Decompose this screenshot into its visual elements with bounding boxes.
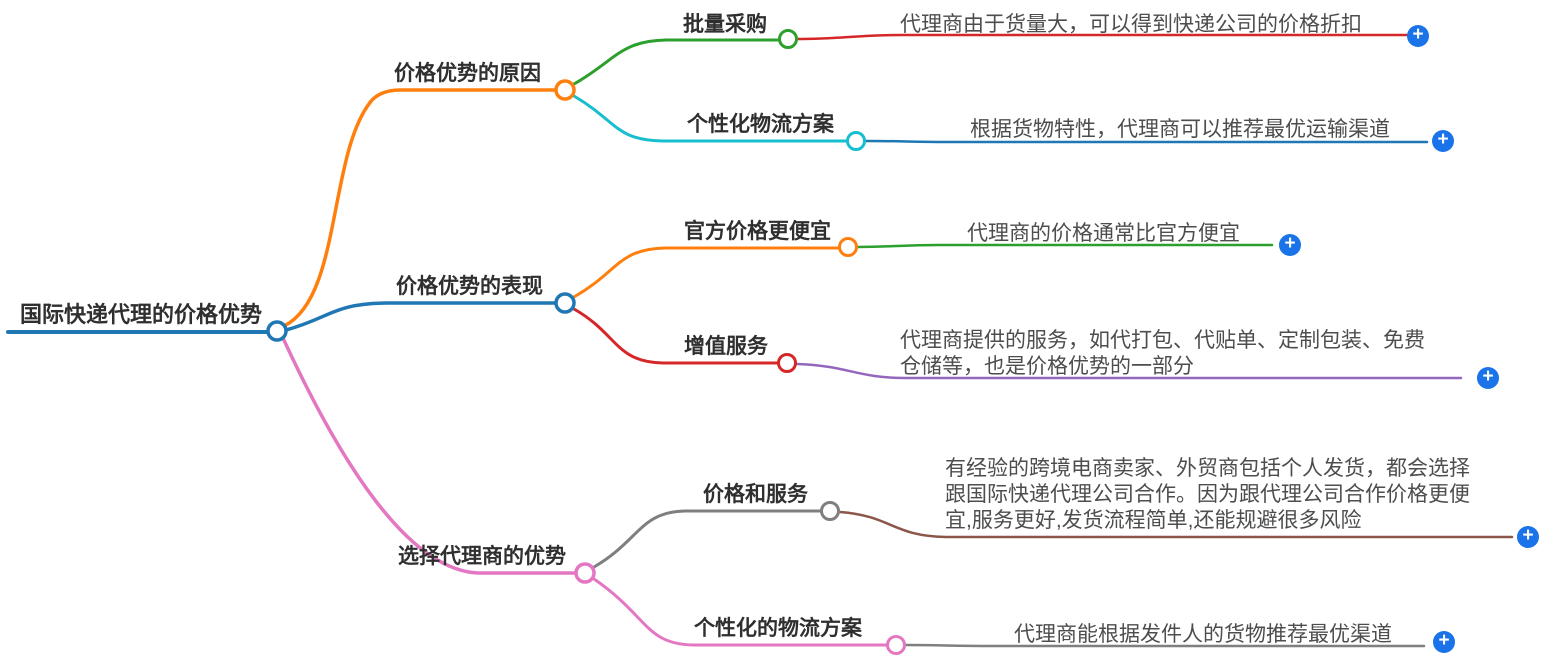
edge-leaf-official-price	[856, 243, 1274, 249]
plus-icon: +	[1482, 366, 1494, 387]
edge-branch1-child1	[572, 38, 780, 86]
edge-leaf-bulk-purchase	[795, 33, 1409, 41]
personal-channel-collapse-circle[interactable]	[886, 635, 906, 655]
plus-icon: +	[1284, 233, 1296, 254]
edge-branch2-child1	[572, 246, 840, 299]
custom-logistics-collapse-circle[interactable]	[846, 131, 866, 151]
branch-label-reasons: 价格优势的原因	[394, 62, 541, 85]
branch3-collapse-circle[interactable]	[574, 562, 596, 584]
branch1-collapse-circle[interactable]	[554, 79, 576, 101]
bulk-purchase-collapse-circle[interactable]	[778, 29, 798, 49]
price-service-collapse-circle[interactable]	[820, 501, 840, 521]
expand-button-official-price[interactable]: +	[1279, 233, 1301, 256]
expand-button-price-service[interactable]: +	[1517, 525, 1539, 548]
edge-branch1-child2	[572, 94, 848, 143]
edge-branch3-child2	[592, 577, 888, 647]
edge-leaf-price-service	[838, 510, 1514, 539]
branch-label-agent-advantages: 选择代理商的优势	[398, 545, 566, 568]
expand-button-value-added[interactable]: +	[1477, 366, 1499, 389]
leaf-text-personal-channel: 代理商能根据发件人的货物推荐最优渠道	[1014, 623, 1392, 646]
leaf-text-value-added: 代理商提供的服务，如代打包、代贴单、定制包装、免费 仓储等，也是价格优势的一部分	[900, 329, 1425, 378]
leaf-text-official-price: 代理商的价格通常比官方便宜	[967, 222, 1240, 245]
plus-icon: +	[1437, 129, 1449, 150]
root-collapse-circle[interactable]	[266, 320, 288, 342]
edge-root-branch2	[284, 301, 558, 332]
topic-label-bulk-purchase: 批量采购	[683, 13, 767, 36]
edge-root-branch1	[282, 88, 558, 328]
value-added-collapse-circle[interactable]	[777, 353, 797, 373]
topic-label-value-added: 增值服务	[684, 335, 768, 358]
expand-button-bulk-purchase[interactable]: +	[1407, 24, 1429, 47]
edge-leaf-personal-channel	[904, 643, 1426, 648]
topic-label-price-service: 价格和服务	[703, 483, 808, 506]
edge-leaf-value-added	[795, 362, 1463, 380]
plus-icon: +	[1412, 24, 1424, 45]
plus-icon: +	[1438, 630, 1450, 651]
expand-button-personal-channel[interactable]: +	[1433, 630, 1455, 653]
edge-leaf-custom-logistics	[864, 139, 1429, 144]
topic-label-official-price: 官方价格更便宜	[684, 220, 831, 243]
official-price-collapse-circle[interactable]	[838, 237, 858, 257]
leaf-text-bulk-purchase: 代理商由于货量大，可以得到快递公司的价格折扣	[900, 13, 1362, 36]
branch2-collapse-circle[interactable]	[554, 292, 576, 314]
leaf-text-custom-logistics: 根据货物特性，代理商可以推荐最优运输渠道	[970, 118, 1390, 141]
topic-label-custom-logistics: 个性化物流方案	[687, 113, 834, 136]
edge-root-branch3	[281, 336, 578, 575]
edge-branch2-child2	[572, 307, 779, 365]
plus-icon: +	[1522, 525, 1534, 546]
branch-label-manifestations: 价格优势的表现	[396, 275, 543, 298]
expand-button-custom-logistics[interactable]: +	[1432, 129, 1454, 152]
topic-label-personal-channel: 个性化的物流方案	[694, 617, 862, 640]
edge-branch3-child1	[592, 509, 822, 569]
root-node-label: 国际快递代理的价格优势	[20, 302, 263, 327]
leaf-text-price-service: 有经验的跨境电商卖家、外贸商包括个人发货，都会选择 跟国际快递代理公司合作。因为…	[945, 457, 1470, 532]
